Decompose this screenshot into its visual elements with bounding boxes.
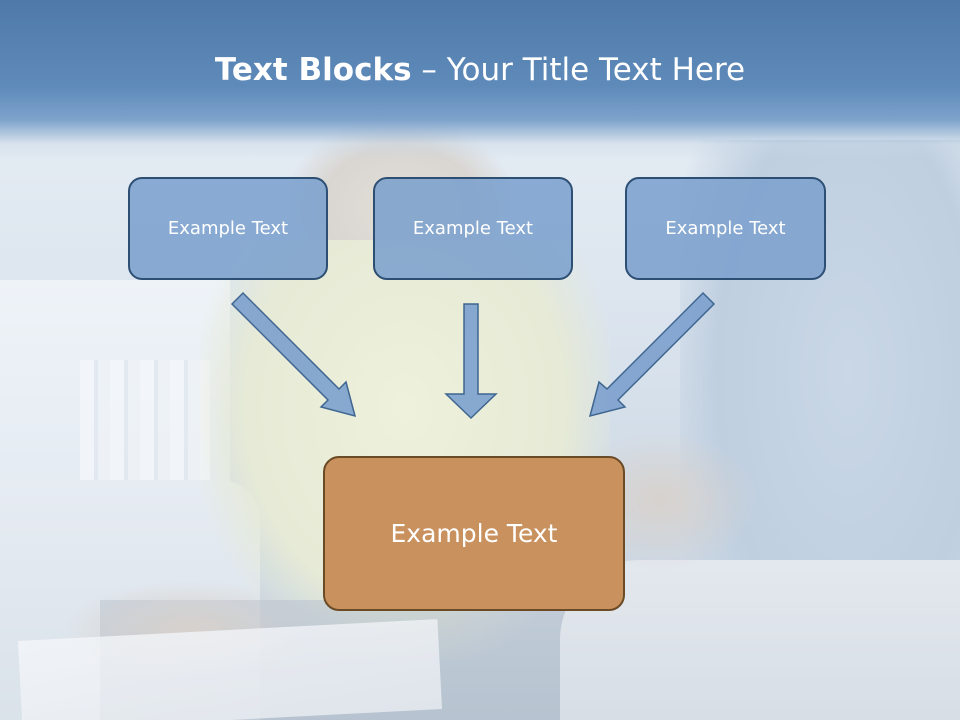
text-block-main-label: Example Text bbox=[390, 519, 558, 548]
title-rest: – Your Title Text Here bbox=[411, 52, 746, 88]
text-block-top-center-label: Example Text bbox=[412, 218, 534, 239]
title-bold: Text Blocks bbox=[214, 52, 412, 88]
text-block-top-left-label: Example Text bbox=[167, 218, 289, 239]
text-block-top-right[interactable]: Example Text bbox=[625, 177, 826, 280]
text-block-top-center[interactable]: Example Text bbox=[373, 177, 573, 280]
title-band bbox=[0, 0, 960, 160]
books bbox=[80, 360, 210, 480]
man-pants bbox=[560, 560, 960, 720]
text-block-main[interactable]: Example Text bbox=[323, 456, 625, 611]
slide-title[interactable]: Text Blocks – Your Title Text Here bbox=[0, 52, 960, 88]
text-block-top-left[interactable]: Example Text bbox=[128, 177, 328, 280]
text-block-top-right-label: Example Text bbox=[665, 218, 786, 239]
